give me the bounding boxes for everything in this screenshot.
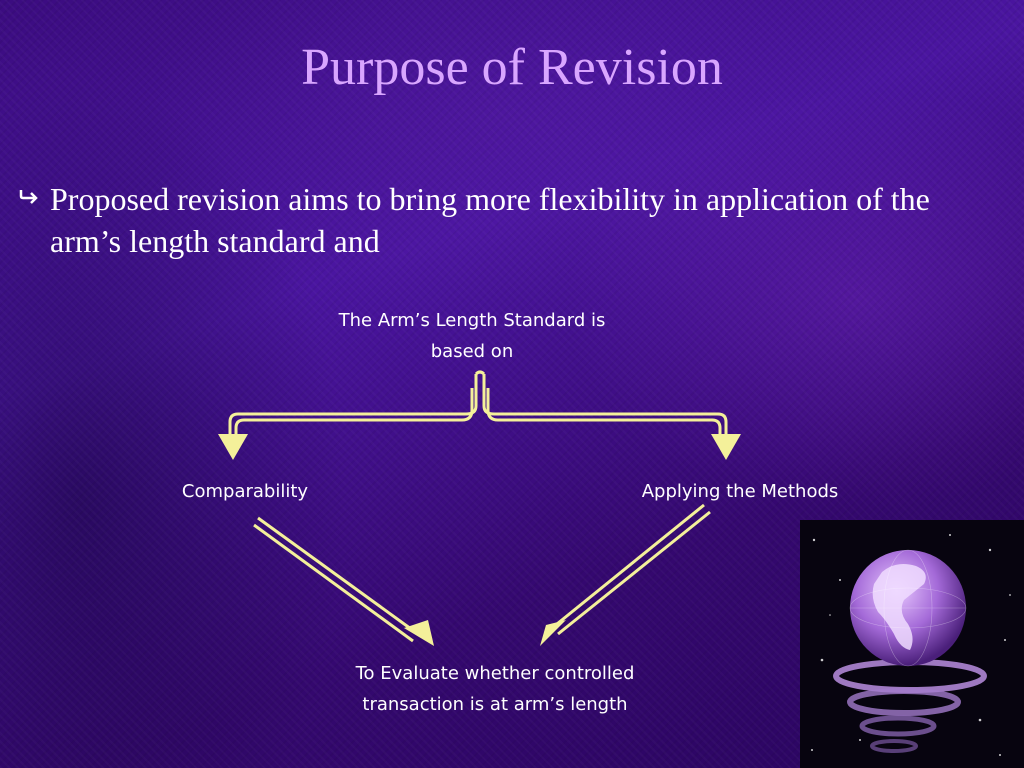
globe-image [800,520,1024,768]
node-arms-length-standard: The Arm’s Length Standard is based on [338,310,606,362]
node-evaluate-transaction: To Evaluate whether controlled transacti… [355,663,635,715]
split-connector-inner-left [234,388,474,436]
split-connector-inner [474,370,486,376]
split-connector-outer-right [482,374,728,436]
arrowhead-left-top [218,434,248,460]
arrow-left-line-a [257,516,419,636]
arrowhead-right-top [711,434,741,460]
node-applying-methods: Applying the Methods [641,481,839,502]
globe-icon [811,534,1011,756]
arrow-right-line-b [551,503,705,630]
slide-title: Purpose of Revision [301,39,723,96]
split-connector-inner-right [486,388,722,436]
arrow-left-line-b [253,523,414,643]
arrowhead-bottom-right [540,620,566,646]
arrowhead-bottom-left [404,620,434,646]
bullet-text: Proposed revision aims to bring more fle… [50,181,930,259]
arrow-right-line-a [557,510,711,636]
split-connector-outer [228,374,478,436]
node-comparability: Comparability [181,481,309,502]
hooked-arrow-icon [19,190,38,204]
